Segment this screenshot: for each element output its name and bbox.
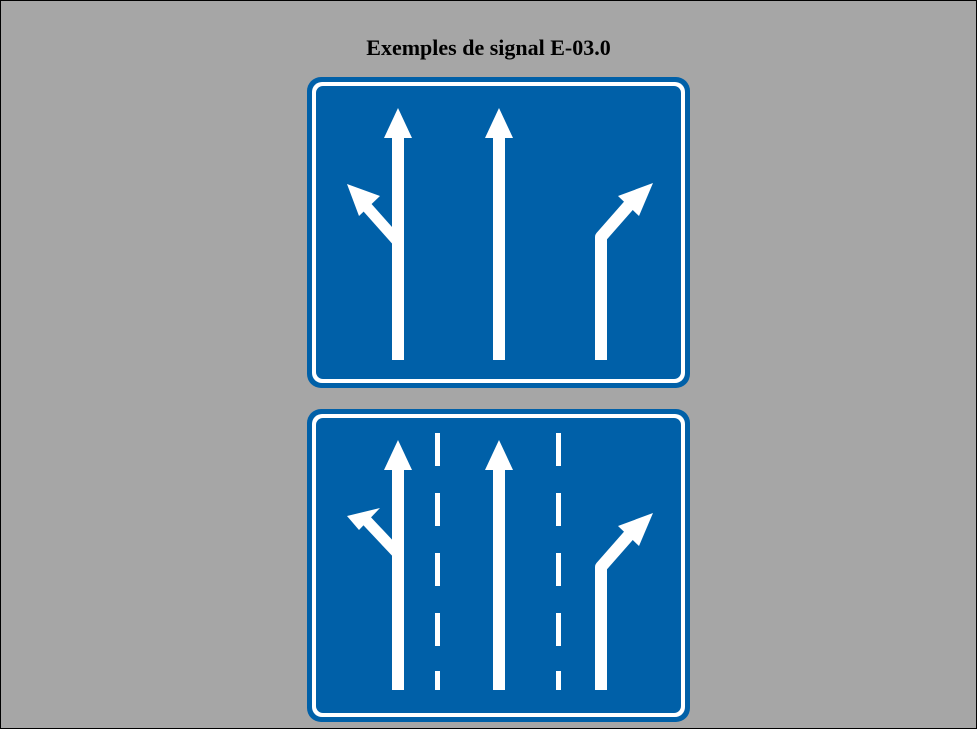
left-lane-straight-left-arrow-icon (347, 440, 412, 690)
lane-direction-sign-plain (307, 77, 690, 388)
left-lane-straight-left-arrow-icon (347, 108, 412, 360)
middle-lane-straight-arrow-icon (485, 108, 513, 360)
right-lane-right-arrow-icon (595, 183, 653, 360)
dashed-lane-marking-left (435, 433, 440, 690)
middle-lane-straight-arrow-icon (485, 440, 513, 690)
figure-title: Exemples de signal E-03.0 (366, 35, 611, 60)
lane-direction-sign-dashed (307, 409, 690, 722)
right-lane-right-arrow-icon (595, 513, 653, 690)
dashed-lane-marking-right (556, 433, 561, 690)
